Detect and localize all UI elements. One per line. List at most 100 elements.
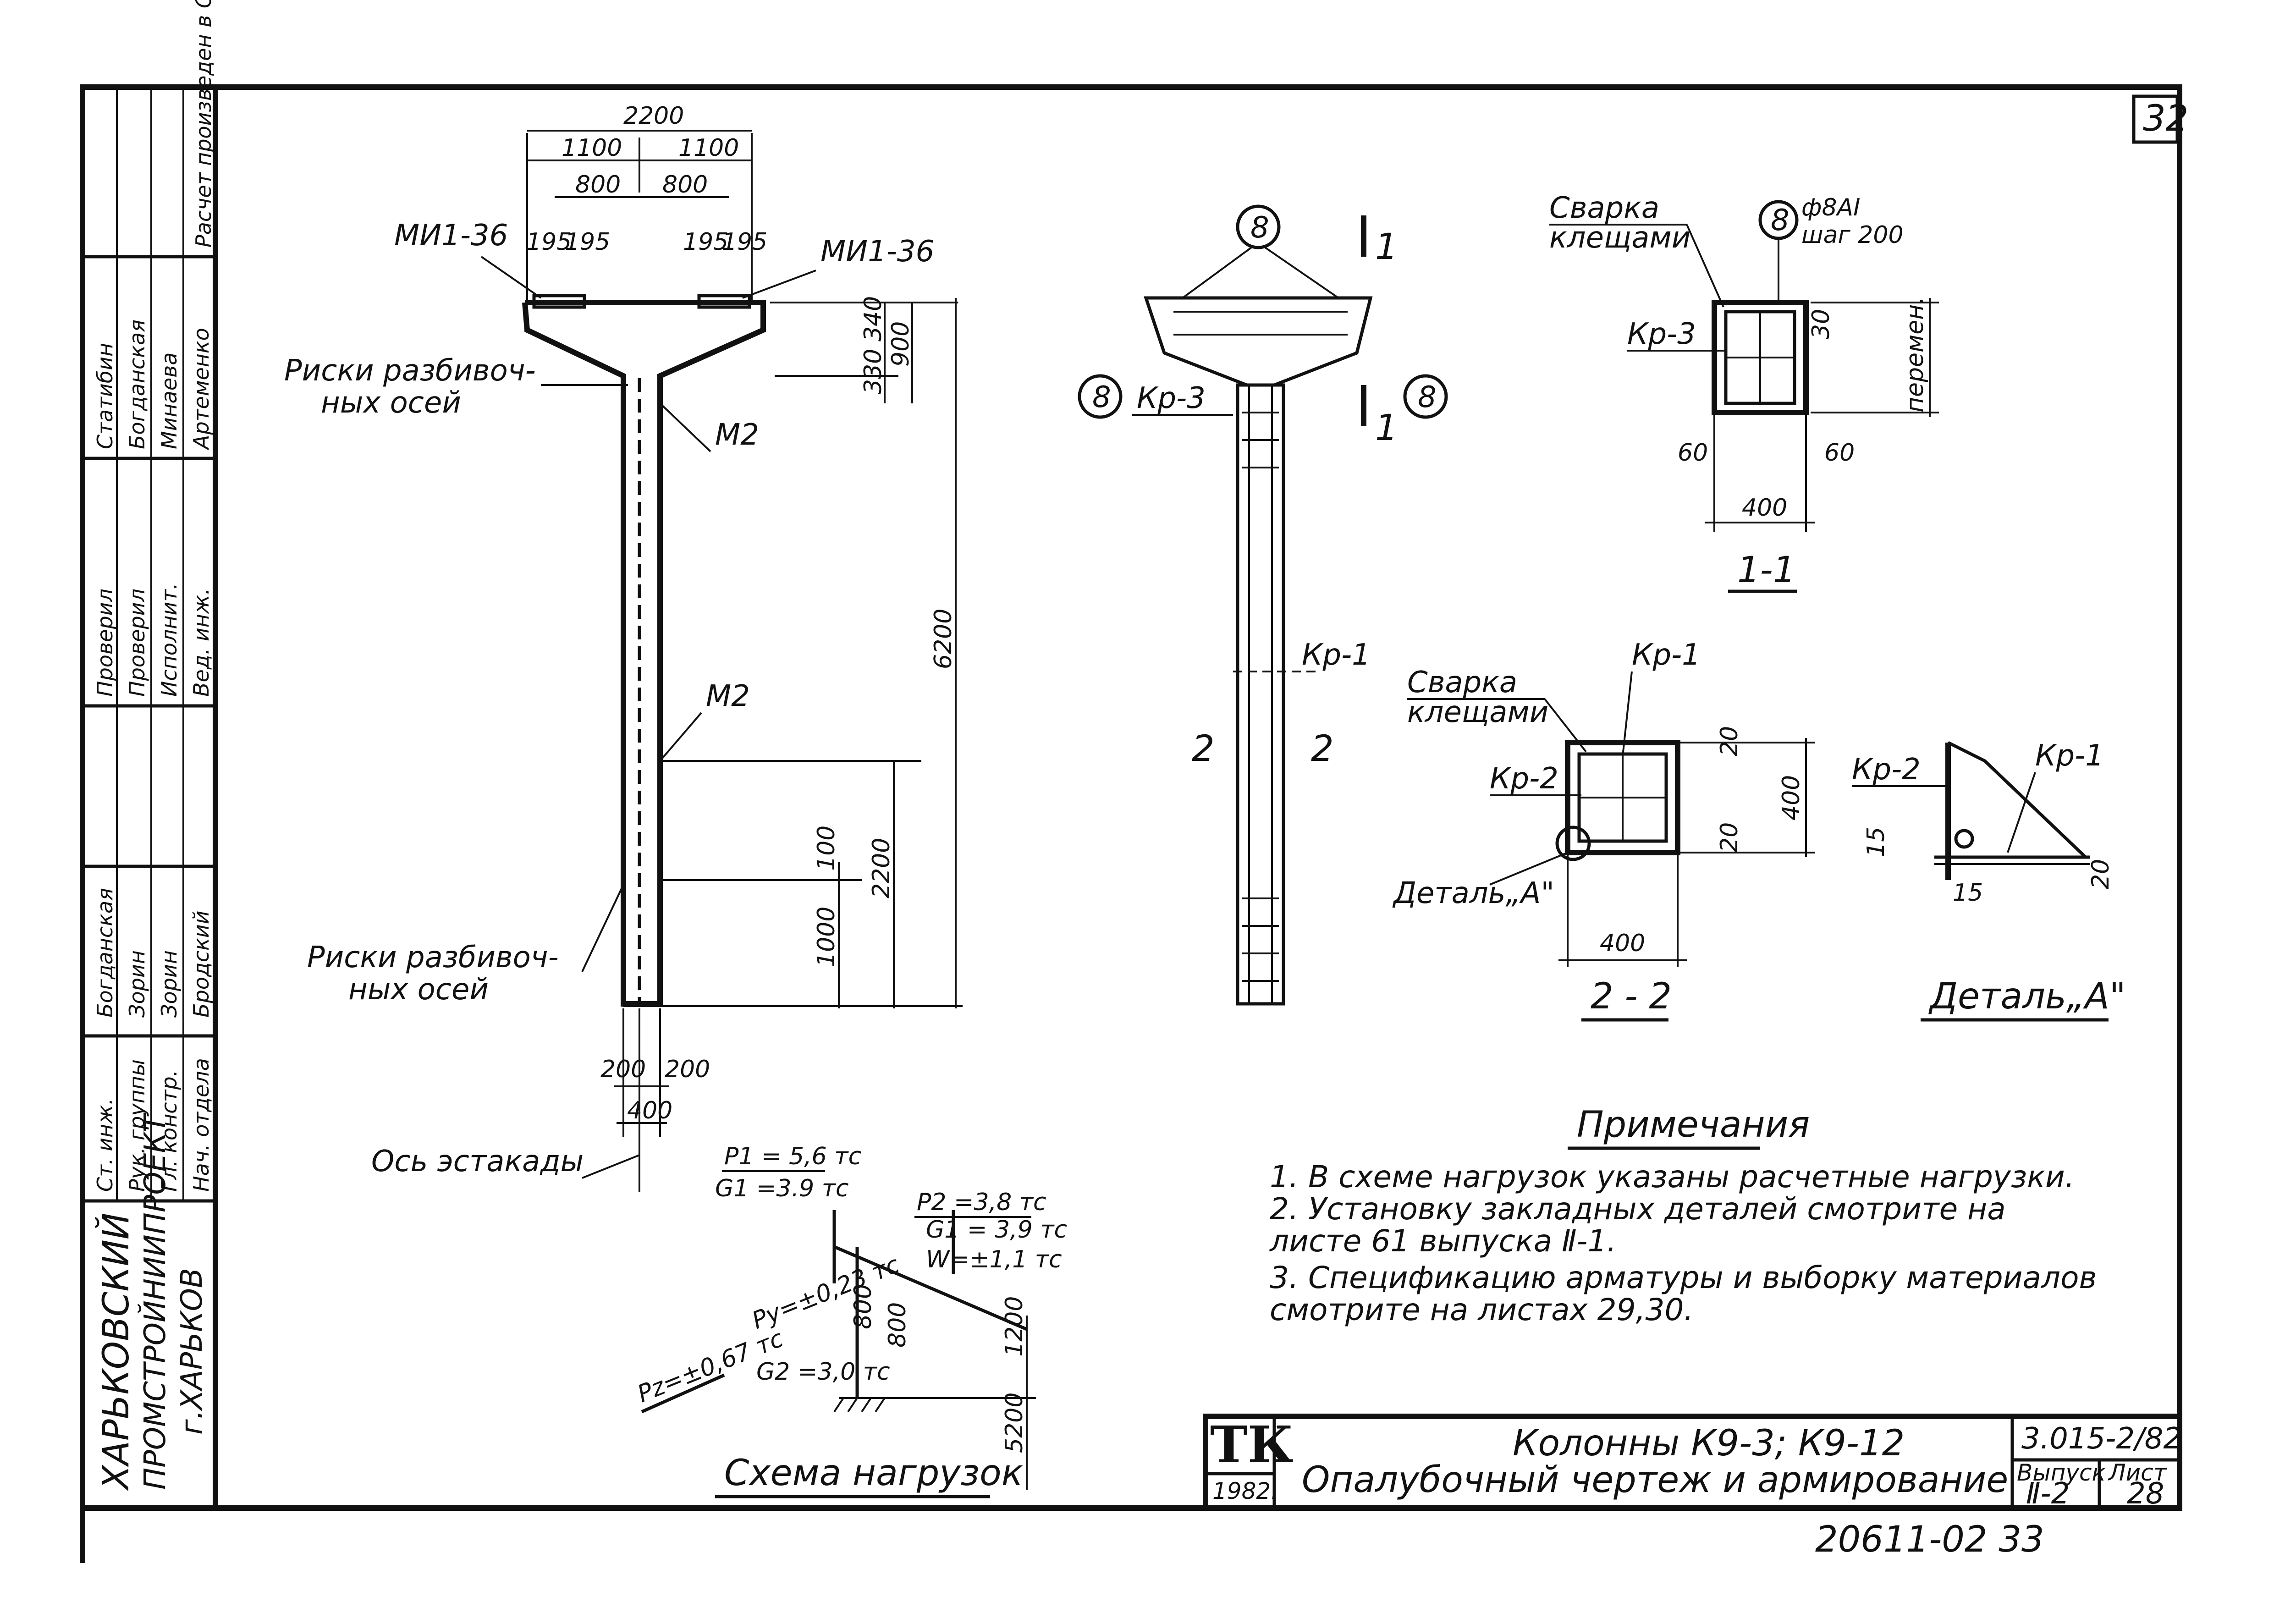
section-mark-2-left: 2	[1192, 728, 1215, 770]
org-name-1: ХАРЬКОВСКИЙ	[94, 1213, 137, 1492]
load-d1200: 1200	[1001, 1296, 1028, 1357]
detail-dim-15-v: 15	[1862, 827, 1890, 857]
section-mark-1-bot: 1	[1375, 407, 1398, 449]
load-w: W=±1,1 тс	[926, 1246, 1062, 1273]
s22-dim-400-h: 400	[1600, 930, 1645, 957]
label-risk-top-1: Риски разбивоч-	[284, 354, 536, 388]
dim-head-total: 900	[887, 321, 914, 367]
bar-mark-right: 8	[1418, 380, 1437, 414]
load-g2: G2 =3,0 тс	[756, 1358, 890, 1386]
stamp-name-b1: Статибин	[93, 343, 117, 449]
s11-bar-mark: 8	[1771, 204, 1789, 237]
sheet-value: 28	[2127, 1477, 2164, 1511]
dim-base-right: 200	[665, 1056, 710, 1083]
title-code: 3.015-2/82	[2021, 1422, 2182, 1456]
label-kr3-elev: Кр-3	[1137, 381, 1206, 415]
title-block: ТК 1982. Колонны К9-3; К9-12 Опалубочный…	[1203, 1414, 2182, 1511]
note-line-3: листе 61 выпуска Ⅱ-1.	[1269, 1223, 1616, 1259]
calc-note: Расчет произведен в ОМИТРЕ по програм- м…	[191, 0, 216, 248]
stamp-name-1: Богданская	[93, 888, 117, 1018]
s22-title: 2 - 2	[1591, 976, 1672, 1017]
dim-plate-right-b: 195	[722, 228, 767, 256]
dim-base-total: 400	[627, 1097, 672, 1124]
load-p2: P2 =3,8 тс	[917, 1189, 1046, 1216]
detail-dim-15-h: 15	[1953, 879, 1983, 907]
side-stamp: ХАРЬКОВСКИЙ ПРОМСТРОЙНИИПРОЕКТ г.ХАРЬКОВ…	[83, 0, 216, 1492]
section-1-1: Сварка клещами 8 ф8АI шаг 200 Кр-3 30 пе…	[1549, 191, 1939, 593]
stamp-name-b3: Минаева	[157, 352, 182, 449]
dim-step-100: 100	[813, 826, 840, 871]
s11-weld-2: клещами	[1549, 221, 1690, 255]
sheet-label: Лист	[2108, 1459, 2168, 1486]
stamp-role-b4: Вед. инж.	[189, 588, 214, 697]
load-d5200: 5200	[1001, 1393, 1028, 1453]
notes-title: Примечания	[1577, 1104, 1810, 1145]
s22-detail: Деталь„А"	[1392, 876, 1554, 910]
reinforcement-elevation: 8 8 8 Кр-3 Кр-1 1 1 2 2	[1078, 204, 1448, 1006]
label-axis: Ось эстакады	[371, 1145, 584, 1178]
label-mi-left: МИ1-36	[394, 219, 508, 253]
s11-dim-400: 400	[1742, 494, 1787, 522]
load-d800a: 800	[849, 1284, 877, 1329]
stamp-role-3: Гл. констр.	[157, 1070, 182, 1192]
detail-a: Кр-2 Кр-1 15 15 20 Деталь„А"	[1852, 739, 2126, 1022]
notes: Примечания 1. В схеме нагрузок указаны р…	[1269, 1104, 2097, 1327]
title-year: 1982.	[1212, 1478, 1278, 1504]
s11-dim-30: 30	[1807, 309, 1835, 339]
stamp-name-4: Бродский	[189, 910, 214, 1018]
label-m2-top: М2	[715, 418, 759, 452]
dim-base-part: 1000	[813, 907, 840, 967]
detail-kr1: Кр-1	[2035, 739, 2104, 773]
note-line-4: 3. Спецификацию арматуры и выборку матер…	[1270, 1260, 2097, 1295]
s22-dim-20-bot: 20	[1716, 822, 1743, 853]
stamp-role-2: Рук. группы	[125, 1059, 149, 1192]
label-mi-right: МИ1-36	[820, 235, 934, 269]
section-2-2: Сварка клещами Кр-1 Кр-2 Деталь„А" 20 20…	[1392, 638, 1815, 1022]
stamp-name-b2: Богданская	[125, 319, 149, 449]
s11-bar-spec-1: ф8АI	[1801, 194, 1860, 221]
org-name-2: ПРОМСТРОЙНИИПРОЕКТ	[138, 1112, 172, 1490]
issue-label: Выпуск	[2017, 1459, 2106, 1486]
load-scheme: P1 = 5,6 тс G1 =3.9 тс P2 =3,8 тс G1 = 3…	[633, 1143, 1067, 1498]
s11-bar-spec-2: шаг 200	[1801, 221, 1904, 249]
load-py: Py=±0,23 тс	[748, 1251, 903, 1335]
issue-value: Ⅱ-2	[2026, 1477, 2070, 1511]
detail-title: Деталь„А"	[1928, 976, 2126, 1017]
bottom-code: 20611-02 33	[1815, 1519, 2044, 1560]
s11-dim-var: перемен.	[1901, 297, 1929, 413]
load-d800b: 800	[884, 1302, 911, 1348]
dim-height-total: 6200	[930, 609, 957, 669]
dim-base-left: 200	[600, 1056, 646, 1083]
load-g1-right: G1 = 3,9 тс	[926, 1216, 1067, 1244]
s11-dim-60-right: 60	[1824, 439, 1855, 467]
s22-dim-20-top: 20	[1716, 726, 1743, 756]
load-p1: P1 = 5,6 тс	[724, 1143, 861, 1170]
label-risk-bot-2: ных осей	[348, 973, 489, 1007]
section-mark-2-right: 2	[1311, 728, 1334, 770]
section-mark-1-top: 1	[1375, 226, 1398, 268]
s11-dim-60-left: 60	[1678, 439, 1708, 467]
dim-plate-right-a: 195	[683, 228, 728, 256]
bar-mark-top: 8	[1250, 211, 1269, 245]
org-city: г.ХАРЬКОВ	[175, 1268, 209, 1435]
s11-kr3: Кр-3	[1627, 317, 1696, 351]
sheet-frame: 32	[80, 84, 2188, 1563]
dim-lower-part: 2200	[868, 838, 895, 898]
s22-dim-400-v: 400	[1778, 775, 1805, 820]
stamp-name-3: Зорин	[157, 950, 182, 1018]
dim-inner-right: 800	[662, 171, 708, 198]
dim-inner-left: 800	[575, 171, 621, 198]
s22-weld-2: клещами	[1407, 695, 1548, 729]
load-title: Схема нагрузок	[724, 1453, 1023, 1494]
dim-head-bottom: 330	[859, 349, 887, 394]
stamp-role-1: Ст. инж.	[93, 1098, 117, 1192]
label-risk-bot-1: Риски разбивоч-	[307, 941, 559, 974]
s11-title: 1-1	[1737, 550, 1795, 591]
s22-weld-1: Сварка	[1407, 666, 1517, 699]
s22-kr1: Кр-1	[1632, 638, 1701, 672]
title-line-2: Опалубочный чертеж и армирование	[1302, 1459, 2008, 1501]
stamp-role-b2: Проверил	[125, 589, 149, 697]
dim-plate-left-b: 195	[565, 228, 610, 256]
detail-kr2: Кр-2	[1852, 753, 1921, 787]
